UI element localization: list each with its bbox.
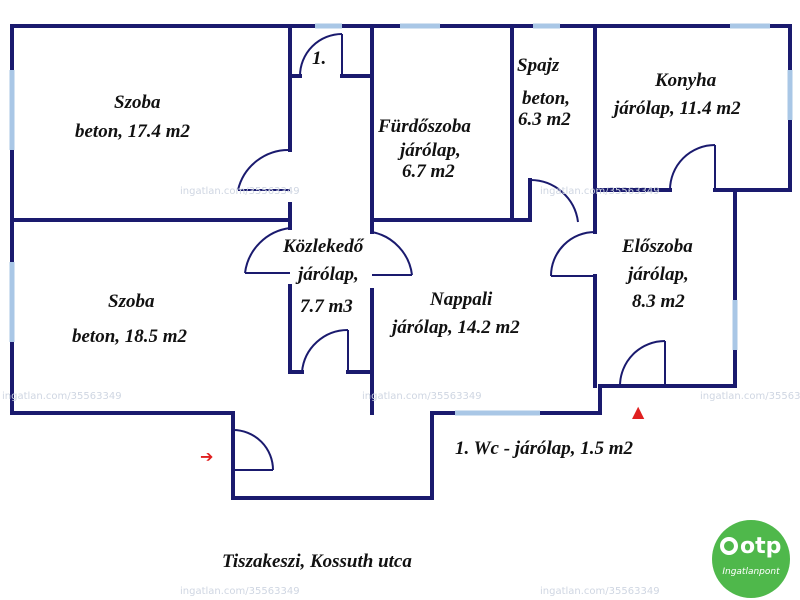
toilet-marker: 1.	[312, 48, 327, 69]
watermark: ingatlan.com/35563349	[180, 586, 300, 597]
room-furdoszoba-detail: járólap,	[400, 140, 461, 161]
room-szoba-2-detail: beton, 18.5 m2	[72, 326, 188, 347]
room-kozlekedo-name: Közlekedő	[283, 236, 364, 257]
logo-ring-icon	[720, 537, 738, 555]
room-nappali-name: Nappali	[430, 289, 493, 310]
watermark: ingatlan.com/35563349	[700, 391, 800, 402]
room-konyha-detail: járólap, 11.4 m2	[614, 98, 741, 119]
logo-sub: Ingatlanpont	[722, 567, 780, 577]
address-caption: Tiszakeszi, Kossuth utca	[222, 551, 412, 572]
room-kozlekedo-detail: járólap,	[298, 264, 359, 285]
room-furdoszoba-area: 6.7 m2	[402, 161, 455, 182]
room-szoba-2-name: Szoba	[108, 291, 155, 312]
entry-arrow-up-icon: ▲	[632, 402, 645, 421]
room-furdoszoba-name: Fürdőszoba	[378, 116, 471, 137]
entry-arrow-right-icon: ➔	[200, 447, 214, 466]
watermark: ingatlan.com/35563349	[2, 391, 122, 402]
windows	[9, 23, 793, 416]
logo-brand: otp	[740, 534, 782, 559]
watermark: ingatlan.com/35563349	[540, 186, 660, 197]
interior-walls	[10, 24, 737, 500]
room-kozlekedo-area: 7.7 m3	[300, 296, 353, 317]
otp-ingatlanpont-logo: otp Ingatlanpont	[712, 520, 790, 598]
watermark: ingatlan.com/35563349	[540, 586, 660, 597]
room-eloszoba-area: 8.3 m2	[632, 291, 685, 312]
wc-note: 1. Wc - járólap, 1.5 m2	[455, 438, 634, 459]
room-szoba-1-detail: beton, 17.4 m2	[75, 121, 191, 142]
room-eloszoba-name: Előszoba	[622, 236, 693, 257]
watermark: ingatlan.com/35563349	[362, 391, 482, 402]
room-spajz-name: Spajz	[517, 55, 560, 76]
room-szoba-1-name: Szoba	[114, 92, 161, 113]
doors	[232, 33, 716, 471]
room-konyha-name: Konyha	[655, 70, 717, 91]
room-eloszoba-detail: járólap,	[628, 264, 689, 285]
room-spajz-area: 6.3 m2	[518, 109, 571, 130]
room-spajz-detail: beton,	[522, 88, 571, 109]
room-nappali-detail: járólap, 14.2 m2	[392, 317, 520, 338]
watermark: ingatlan.com/35563349	[180, 186, 300, 197]
